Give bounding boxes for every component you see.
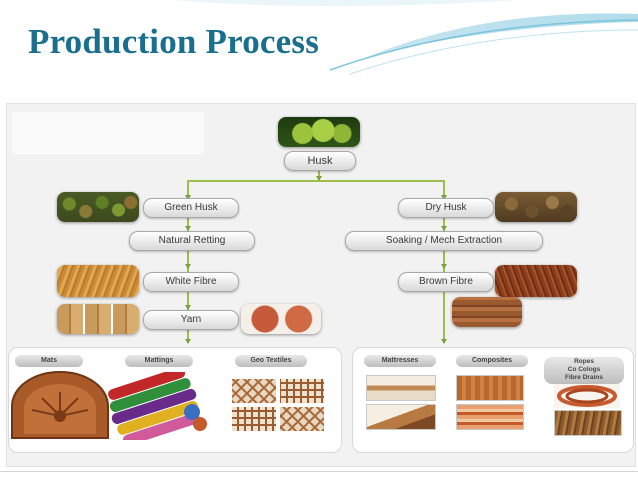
node-dry-husk: Dry Husk	[398, 198, 494, 218]
arrow-root	[316, 176, 322, 181]
green-husk-image	[57, 192, 139, 222]
arrow-right-1	[441, 195, 447, 200]
yarn-spools-left-image	[57, 304, 139, 334]
brown-fibre-bales-image	[452, 297, 522, 327]
connector-right-down	[443, 180, 445, 198]
arrow-right-2	[441, 226, 447, 231]
header-swoosh-decoration	[0, 0, 638, 75]
geo-textiles-image	[232, 379, 324, 431]
slide-title: Production Process	[28, 22, 320, 61]
product-label-co-cologs: Co Cologs	[567, 366, 601, 373]
connector-root	[318, 168, 320, 180]
composite-board-image-1	[456, 375, 524, 401]
arrow-right-3	[441, 264, 447, 269]
product-label-mattings: Mattings	[125, 355, 193, 367]
blank-label-box	[12, 112, 204, 154]
connector-split	[187, 180, 444, 182]
node-soaking-mech-extraction: Soaking / Mech Extraction	[345, 231, 543, 251]
arrow-right-5	[441, 339, 447, 344]
arrow-left-4	[185, 305, 191, 310]
product-label-ropes-cologs-drains: Ropes Co Cologs Fibre Drains	[544, 357, 624, 384]
arrow-left-1	[185, 195, 191, 200]
node-yarn: Yarn	[143, 310, 239, 330]
brown-fibre-image	[495, 265, 577, 297]
node-green-husk: Green Husk	[143, 198, 239, 218]
mattings-rolls-image	[108, 372, 207, 440]
husk-image	[278, 117, 360, 147]
node-natural-retting: Natural Retting	[129, 231, 255, 251]
connector-left-down	[187, 180, 189, 198]
arrow-left-2	[185, 226, 191, 231]
mats-image	[11, 371, 109, 439]
rope-coil-image	[554, 384, 620, 408]
product-label-mats: Mats	[15, 355, 83, 367]
product-label-composites: Composites	[456, 355, 528, 367]
mattress-image-2	[366, 404, 436, 430]
composite-board-image-2	[456, 404, 524, 430]
bottom-divider	[0, 471, 638, 472]
product-label-ropes: Ropes	[574, 358, 594, 365]
arrow-left-3	[185, 264, 191, 269]
node-white-fibre: White Fibre	[143, 272, 239, 292]
product-label-mattresses: Mattresses	[364, 355, 436, 367]
product-label-fibre-drains: Fibre Drains	[565, 374, 603, 381]
arrow-left-5	[185, 339, 191, 344]
node-husk: Husk	[284, 151, 356, 171]
coir-log-image	[554, 410, 622, 436]
product-label-geo-textiles: Geo Textiles	[235, 355, 307, 367]
dry-husk-image	[495, 192, 577, 222]
node-brown-fibre: Brown Fibre	[398, 272, 494, 292]
white-fibre-image	[57, 265, 139, 297]
mattress-image-1	[366, 375, 436, 401]
yarn-spools-right-image	[241, 304, 321, 334]
